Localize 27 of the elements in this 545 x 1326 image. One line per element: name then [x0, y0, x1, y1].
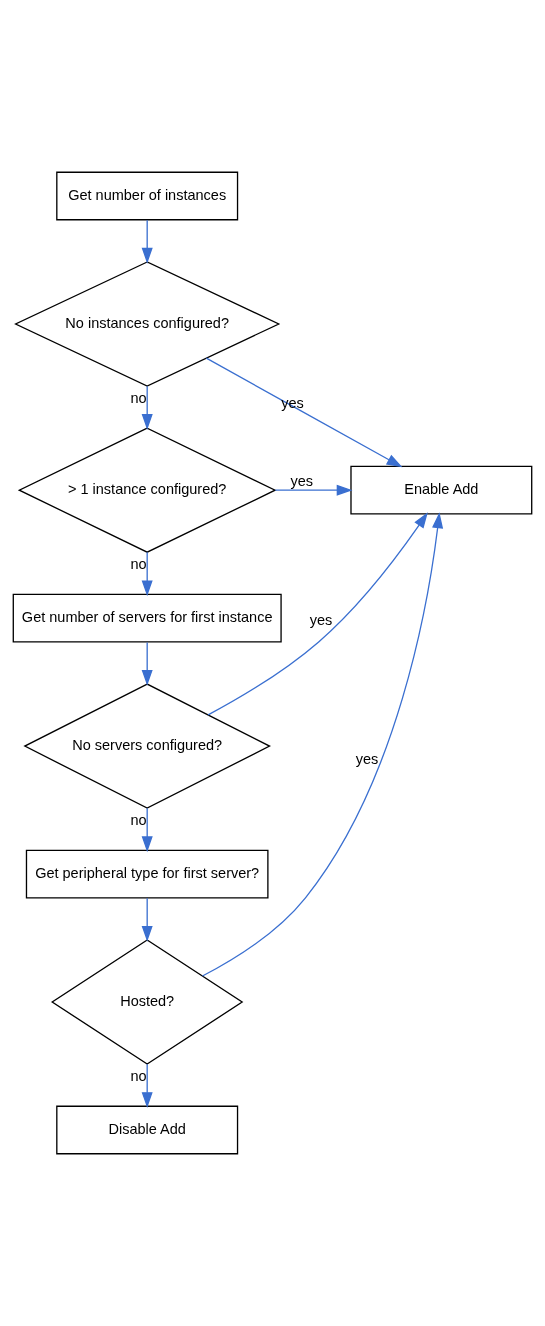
node-diamond: Hosted?	[51, 939, 244, 1065]
edge-label: yes	[309, 612, 333, 629]
arrow	[205, 357, 403, 468]
edge-label: no	[130, 389, 147, 406]
node-box: Get peripheral type for first server?	[25, 849, 269, 899]
arrow	[274, 484, 353, 496]
edge-label: no	[130, 556, 147, 573]
arrow	[141, 807, 153, 853]
arrow	[141, 1063, 153, 1109]
arrow	[141, 219, 153, 264]
node-box: Get number of instances	[56, 171, 239, 221]
node-box: Get number of servers for first instance	[12, 593, 282, 643]
node-box: Enable Add	[350, 465, 533, 515]
node-diamond: No instances configured?	[14, 261, 281, 387]
arrow	[207, 512, 428, 716]
edge-label: no	[130, 811, 147, 828]
arrow	[141, 897, 153, 942]
arrow	[141, 641, 153, 686]
edge-label: yes	[355, 751, 379, 768]
node-diamond: > 1 instance configured?	[17, 427, 277, 553]
arrow	[201, 512, 444, 977]
edge-label: yes	[290, 472, 313, 489]
arrow	[141, 551, 153, 597]
edge-label: no	[130, 1067, 147, 1084]
node-diamond: No servers configured?	[23, 683, 271, 809]
node-box: Disable Add	[56, 1105, 239, 1155]
arrow	[141, 385, 153, 430]
